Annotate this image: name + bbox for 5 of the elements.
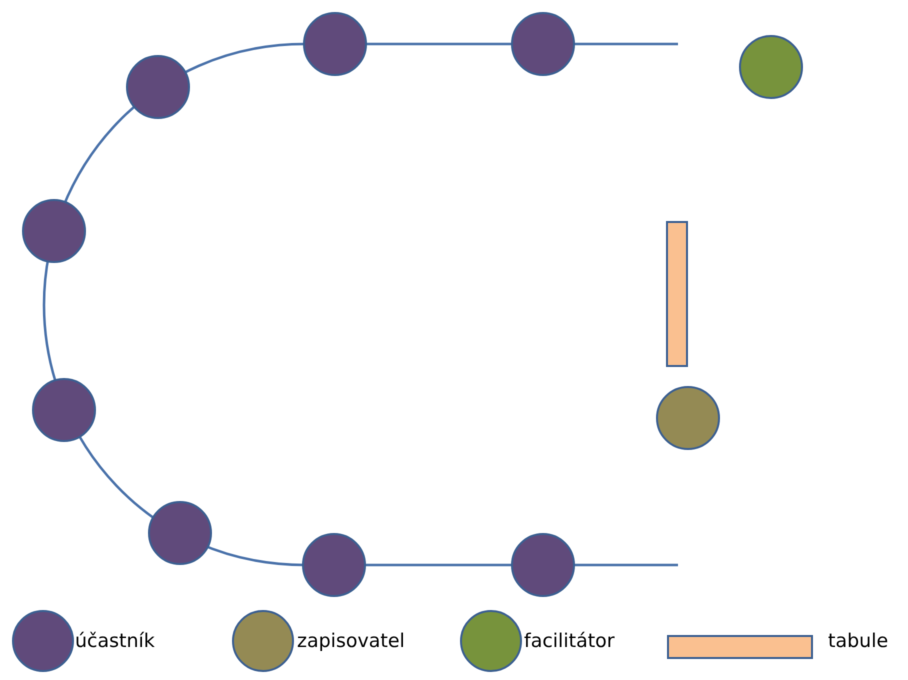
whiteboard-bar (666, 221, 688, 367)
participant-legend-label: účastník (75, 629, 155, 653)
whiteboard-legend-label: tabule (828, 629, 888, 653)
recorder-legend-label: zapisovatel (297, 629, 405, 653)
facilitator-legend-label: facilitátor (524, 629, 615, 653)
